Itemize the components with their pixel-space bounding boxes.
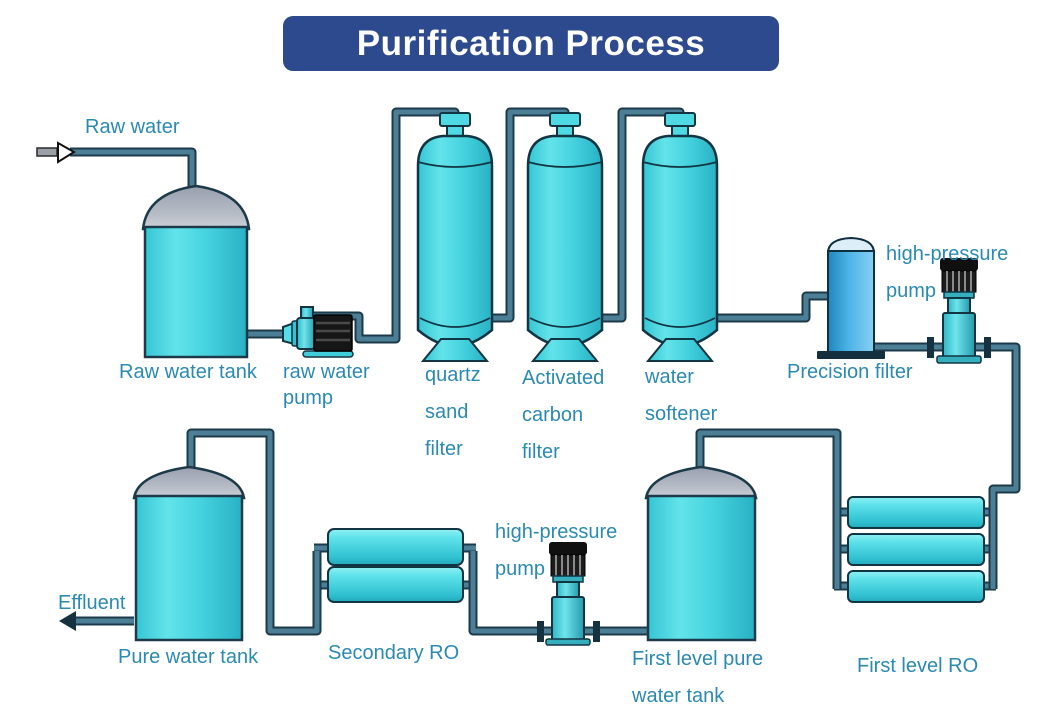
raw-water-tank <box>141 184 251 359</box>
first-level-pure-water-tank <box>644 465 758 642</box>
high-pressure-pump-1 <box>927 258 991 364</box>
label-pure-water-tank: Pure water tank <box>118 646 259 668</box>
high-pressure-pump-2 <box>537 542 600 646</box>
label-high-pressure-pump-1: high-pressure pump <box>886 243 1009 302</box>
quartz-sand-filter-vessel <box>416 112 494 362</box>
label-activated-carbon-filter: Activated carbon filter <box>522 367 605 463</box>
label-raw-water: Raw water <box>85 116 180 138</box>
secondary-ro-membranes <box>327 528 464 603</box>
label-effluent: Effluent <box>58 592 126 614</box>
pure-water-tank <box>132 465 246 642</box>
first-level-ro-membranes <box>847 496 985 603</box>
label-raw-water-tank: Raw water tank <box>119 361 257 383</box>
label-first-level-ro: First level RO <box>857 655 979 677</box>
label-raw-water-pump: raw water pump <box>283 361 370 409</box>
effluent-outlet-arrow-icon <box>59 611 76 631</box>
label-secondary-ro: Secondary RO <box>328 642 460 664</box>
label-precision-filter: Precision filter <box>787 361 913 383</box>
label-water-softener: water softener <box>645 366 718 425</box>
page-title: Purification Process <box>283 16 779 71</box>
raw-water-pump <box>282 306 354 358</box>
raw-water-inlet-arrow-icon <box>36 141 76 164</box>
water-softener-vessel <box>641 112 719 362</box>
precision-filter <box>817 236 885 359</box>
activated-carbon-filter-vessel <box>526 112 604 362</box>
label-high-pressure-pump-2: high-pressure pump <box>495 521 618 580</box>
label-quartz-sand-filter: quartz sand filter <box>425 364 481 460</box>
label-first-level-pure-water-tank: First level pure water tank <box>632 648 764 707</box>
